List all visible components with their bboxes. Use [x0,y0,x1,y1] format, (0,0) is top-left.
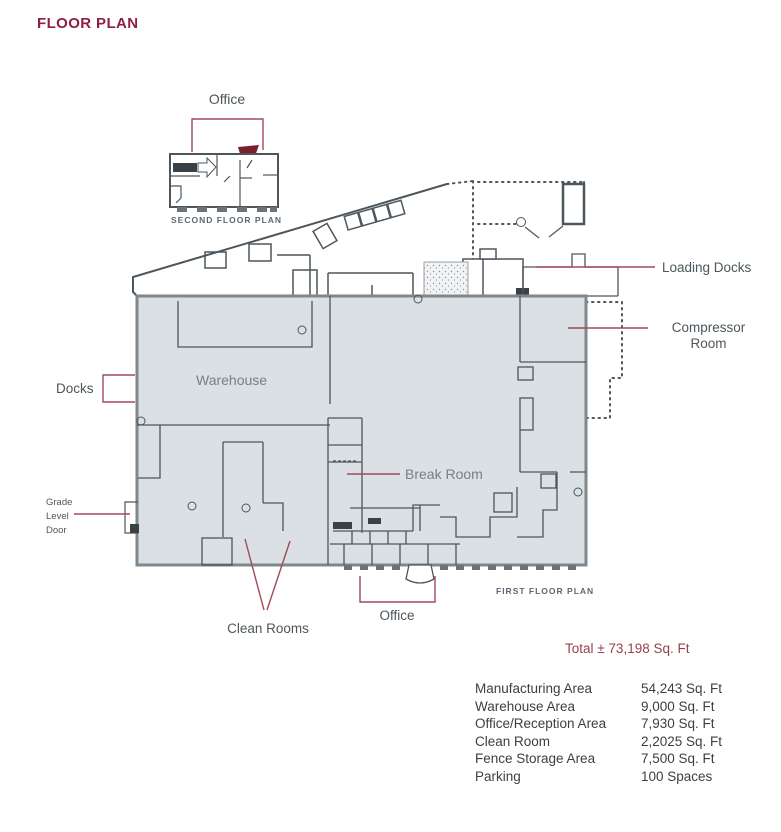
fence-shed [561,182,586,226]
warehouse-inner-room [177,301,313,348]
grade-level-door-label: Grade Level Door [46,496,72,538]
plan-symbol [187,501,197,511]
site-outline [132,180,623,419]
plan-symbol [297,325,307,335]
table-row: Parking 100 Spaces [475,768,722,786]
inner-room [493,492,513,513]
table-row: Warehouse Area 9,000 Sq. Ft [475,698,722,716]
gate-swing-lines [524,225,564,239]
second-floor-outline [169,153,279,208]
area-value: 9,000 Sq. Ft [641,698,715,714]
plan-symbol [136,416,146,426]
entrance-vestibule [405,564,435,584]
area-label: Fence Storage Area [475,751,596,766]
area-label: Manufacturing Area [475,681,593,696]
second-floor-office-bracket [191,118,264,152]
filled-blocks [333,518,381,529]
second-floor-interior-walls [170,154,278,207]
area-value: 7,930 Sq. Ft [641,716,715,731]
plan-symbol [413,294,423,304]
right-cell [519,397,534,431]
table-row: Clean Room 2,2025 Sq. Ft [475,733,722,751]
compressor-room-label: Compressor Room [671,320,746,351]
second-floor-hatched-door [173,163,197,172]
table-row: Fence Storage Area 7,500 Sq. Ft [475,750,722,768]
grade-level-door-block [130,524,139,533]
under-roof-room [292,269,318,297]
loading-dock-block [462,258,524,297]
second-floor-door-arrow [197,156,217,179]
roof-notch-room [204,251,227,269]
under-roof-rooms [327,272,414,296]
docks-label: Docks [56,381,94,396]
fence-right-extension [585,301,623,419]
stepped-walls [440,487,518,538]
office-bracket [359,576,436,603]
grade-level-door-line: Door [46,525,67,536]
connector-wall [277,254,311,296]
page-title: FLOOR PLAN [37,15,139,32]
tilted-outbuilding [312,222,338,250]
table-row: Manufacturing Area 54,243 Sq. Ft [475,680,722,698]
interior-walls [137,296,586,566]
roof-panel-row [343,199,406,231]
right-small-room [540,473,557,489]
area-value: 54,243 Sq. Ft [641,681,723,696]
roofline [132,183,448,297]
right-cell [517,366,534,381]
total-area-text: Total ± 73,198 Sq. Ft [565,641,690,656]
loading-dock-notch [479,248,497,260]
plan-symbol [516,217,526,227]
right-lower-walls [517,430,586,538]
clean-rooms-label: Clean Rooms [227,621,309,636]
second-floor-plan-drawing [169,118,279,212]
first-floor-caption: FIRST FLOOR PLAN [496,586,595,596]
area-value: 7,500 Sq. Ft [641,751,715,766]
top-right-strip [522,253,619,297]
break-room-walls [327,417,363,565]
area-label: Office/Reception Area [475,716,607,731]
docks-bracket [102,374,135,403]
callout-lines [74,266,655,611]
office-walls [330,504,460,545]
area-label: Warehouse Area [475,698,576,714]
grade-level-door-line: Grade [46,497,73,508]
clean-rooms-leaders [244,538,291,611]
first-floor-dock-teeth [344,565,576,570]
plan-symbol [241,503,251,513]
office-dividers-upper [351,531,407,544]
warehouse-label: Warehouse [196,372,268,388]
plan-symbol [573,487,583,497]
fence-storage-square [423,261,469,301]
first-floor-office-label: Office [379,608,415,623]
area-label: Clean Room [475,733,551,749]
compressor-room-walls [519,296,586,363]
break-room-label: Break Room [405,466,483,482]
area-label: Parking [475,768,521,784]
grade-level-door-line: Level [46,511,69,522]
roof-notch-room [248,243,272,262]
table-row: Office/Reception Area 7,930 Sq. Ft [475,715,722,733]
second-floor-caption: SECOND FLOOR PLAN [171,215,282,225]
plan-symbols [136,294,583,513]
clean-room-cell [201,537,233,566]
loading-docks-label: Loading Docks [662,260,752,275]
second-floor-dock-teeth [177,207,277,212]
office-dividers-lower [343,544,457,565]
clean-room-walls [222,441,284,537]
second-floor-office-label: Office [208,91,246,107]
area-summary-table: Manufacturing Area 54,243 Sq. Ft Warehou… [475,680,722,785]
area-value: 100 Spaces [641,768,713,784]
area-value: 2,2025 Sq. Ft [641,733,723,749]
west-jog-wall [138,425,161,479]
